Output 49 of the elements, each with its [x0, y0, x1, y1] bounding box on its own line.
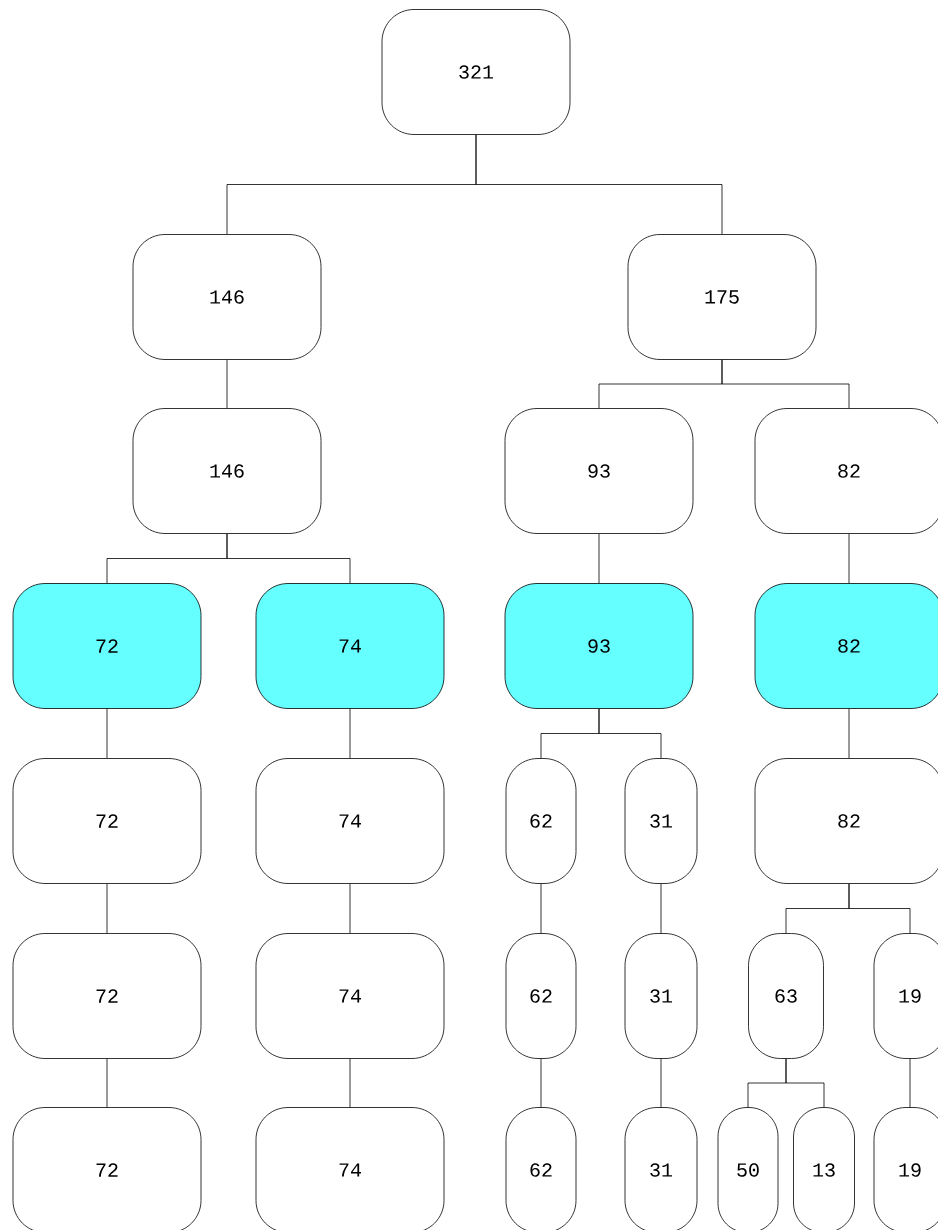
highlighted-box: 74 — [255, 583, 445, 709]
value-box: 31 — [624, 933, 698, 1059]
connector — [226, 533, 351, 584]
value-box: 63 — [748, 933, 824, 1059]
connector — [848, 533, 850, 584]
connector — [848, 883, 911, 934]
highlighted-box: 93 — [504, 583, 694, 709]
value-box: 19 — [873, 1107, 938, 1230]
connector — [598, 708, 662, 759]
value-box: 93 — [504, 408, 694, 534]
connector — [475, 134, 723, 235]
connector — [540, 883, 542, 934]
value-box: 72 — [12, 758, 202, 884]
connector — [106, 883, 108, 934]
connector — [848, 708, 850, 759]
connector — [349, 883, 351, 934]
value-box: 72 — [12, 1107, 202, 1230]
connector — [349, 708, 351, 759]
connector — [106, 708, 108, 759]
value-box: 62 — [505, 1107, 577, 1230]
value-box: 175 — [627, 234, 817, 360]
value-box: 74 — [255, 933, 445, 1059]
connector — [106, 1058, 108, 1108]
connector — [540, 1058, 542, 1108]
value-box: 13 — [793, 1107, 855, 1230]
connector — [226, 359, 228, 409]
value-box: 146 — [132, 408, 322, 534]
connector — [660, 1058, 662, 1108]
value-box: 62 — [505, 758, 577, 884]
value-box: 31 — [624, 1107, 698, 1230]
value-box: 31 — [624, 758, 698, 884]
connector — [660, 883, 662, 934]
highlighted-box: 72 — [12, 583, 202, 709]
value-box: 146 — [132, 234, 322, 360]
value-box: 321 — [381, 9, 571, 135]
value-box: 62 — [505, 933, 577, 1059]
value-box: 82 — [754, 758, 938, 884]
highlighted-box: 82 — [754, 583, 938, 709]
connector — [909, 1058, 911, 1108]
value-box: 19 — [873, 933, 938, 1059]
connector — [785, 1058, 825, 1108]
value-box: 74 — [255, 758, 445, 884]
connector — [598, 533, 600, 584]
value-box: 50 — [717, 1107, 779, 1230]
value-box: 72 — [12, 933, 202, 1059]
value-box: 82 — [754, 408, 938, 534]
connector — [349, 1058, 351, 1108]
connector — [721, 359, 850, 409]
value-box: 74 — [255, 1107, 445, 1230]
